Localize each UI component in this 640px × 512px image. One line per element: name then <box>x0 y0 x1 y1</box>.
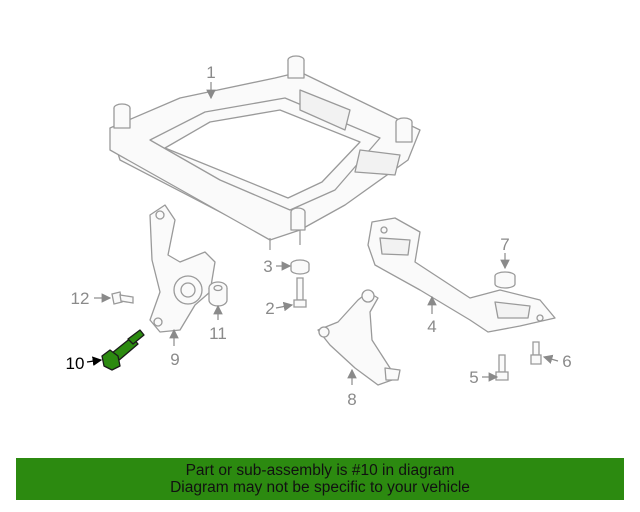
callout-12: 12 <box>71 289 90 308</box>
control-arm-part <box>317 289 401 386</box>
mount-part <box>494 271 516 289</box>
bolt-part-5 <box>495 354 509 381</box>
callout-6: 6 <box>562 352 571 371</box>
leader-lines <box>94 82 559 385</box>
callout-10: 10 <box>66 354 85 373</box>
banner-line-2: Diagram may not be specific to your vehi… <box>170 479 470 496</box>
banner-line-1: Part or sub-assembly is #10 in diagram <box>185 462 455 479</box>
highlighted-bolt-part-10 <box>101 329 145 371</box>
info-banner: Part or sub-assembly is #10 in diagram D… <box>16 458 624 500</box>
bolt-part-2 <box>293 277 307 308</box>
subframe-part <box>109 55 421 250</box>
callout-11: 11 <box>209 324 227 343</box>
leader-line-10 <box>86 356 103 366</box>
callout-1: 1 <box>206 63 215 82</box>
bolt-part-12 <box>111 291 134 305</box>
callout-9: 9 <box>170 350 179 369</box>
bolt-part-6 <box>530 341 542 365</box>
callout-7: 7 <box>500 235 509 254</box>
callout-2: 2 <box>265 299 274 318</box>
washer-part <box>290 259 310 275</box>
callout-4: 4 <box>427 317 436 336</box>
callout-8: 8 <box>347 390 356 409</box>
knuckle-part <box>149 204 216 333</box>
bushing-part <box>208 281 228 307</box>
callout-5: 5 <box>469 368 478 387</box>
parts-diagram: 1 2 3 4 5 6 7 8 9 10 11 12 <box>66 55 572 409</box>
callout-3: 3 <box>263 257 272 276</box>
crossmember-part <box>367 217 556 333</box>
